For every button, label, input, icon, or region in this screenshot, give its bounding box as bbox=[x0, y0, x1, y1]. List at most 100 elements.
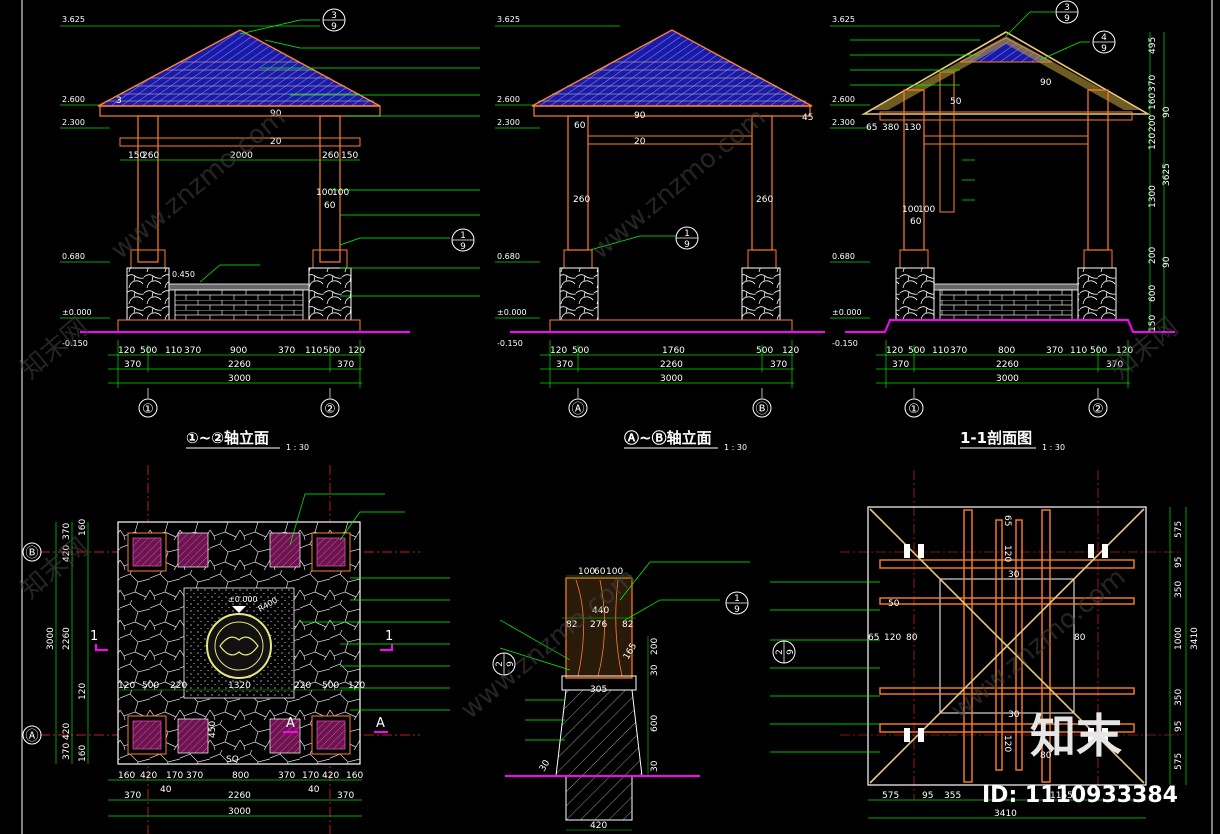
leaders bbox=[770, 581, 880, 753]
plinth bbox=[549, 319, 793, 333]
dim: 110 bbox=[932, 346, 949, 356]
axis-lines: ① ② bbox=[138, 388, 340, 418]
dim: 800 bbox=[232, 771, 249, 781]
level-eave: 2.600 bbox=[497, 95, 520, 104]
dims-bottom: 160 420 170 370 800 370 170 420 160 370 … bbox=[108, 771, 363, 817]
dim: 370 bbox=[337, 791, 354, 801]
dim: 3000 bbox=[46, 627, 56, 650]
dim: 100 bbox=[332, 188, 349, 198]
dim: 110 bbox=[165, 346, 182, 356]
bench-plan bbox=[177, 532, 301, 754]
dim: 90 bbox=[1162, 256, 1172, 268]
corner-columns bbox=[127, 532, 351, 755]
dims-bottom: 120 500 110 370 800 370 110 500 120 370 … bbox=[876, 340, 1133, 388]
dim: 450 bbox=[208, 721, 218, 738]
watermark-brand: 知末网 bbox=[15, 312, 94, 385]
axis-lines: Ⓐ Ⓑ bbox=[568, 388, 772, 418]
column-left bbox=[137, 115, 159, 263]
dim: 2260 bbox=[996, 360, 1019, 370]
bench-base bbox=[174, 289, 304, 321]
dim: 80 bbox=[906, 633, 918, 643]
dim: 60 bbox=[324, 201, 336, 211]
axis-label-1: ① bbox=[908, 402, 920, 417]
dim: 370 bbox=[556, 360, 573, 370]
level-markers: 3.625 2.600 2.300 0.680 ±0.000 -0.150 bbox=[60, 15, 320, 348]
dim: 3410 bbox=[1190, 627, 1200, 650]
dim: 500 bbox=[908, 346, 925, 356]
footing bbox=[565, 775, 633, 821]
axis-lines: ① ② bbox=[904, 388, 1108, 418]
column-base-detail: 1 9 2 9 100 60 100 440 82 276 82 200 30 … bbox=[492, 561, 750, 831]
roof-tiles bbox=[538, 61, 806, 102]
level-seat: 0.680 bbox=[497, 252, 520, 261]
leaders bbox=[589, 235, 676, 251]
dim: 120 bbox=[886, 346, 903, 356]
dim: 30 bbox=[538, 758, 553, 773]
dim: 260 bbox=[142, 151, 159, 161]
callout-den: 9 bbox=[1101, 44, 1107, 54]
dim: 170 bbox=[302, 771, 319, 781]
callout-3-9-elev1: 3 9 bbox=[322, 8, 346, 32]
dim: 95 bbox=[1174, 721, 1184, 732]
callout-1-9-detail: 1 9 bbox=[725, 591, 749, 615]
dim: 90 bbox=[634, 111, 646, 121]
dim: 1300 bbox=[1148, 185, 1158, 208]
elevation-1-2: 3.625 2.600 2.300 0.680 ±0.000 -0.150 bbox=[60, 8, 480, 452]
dim: 30 bbox=[1008, 710, 1020, 720]
medallion-ring bbox=[214, 621, 264, 671]
dim: 1760 bbox=[662, 346, 685, 356]
view-scale-3: 1 : 30 bbox=[1042, 443, 1065, 452]
dim: 500 bbox=[1090, 346, 1107, 356]
dim: 20 bbox=[270, 137, 282, 147]
callout-2-9-detail: 2 9 bbox=[492, 652, 516, 676]
callout-num: 4 bbox=[1101, 33, 1107, 43]
callout-3-9-sec: 3 9 bbox=[1055, 0, 1079, 24]
plan-level-center: ±0.000 bbox=[228, 595, 258, 604]
level-ground: ±0.000 bbox=[497, 308, 527, 317]
dim: 65 bbox=[1002, 515, 1012, 526]
dim: 150 bbox=[128, 151, 145, 161]
callout-num: 1 bbox=[734, 594, 740, 604]
dim: 90 bbox=[1162, 106, 1172, 118]
level-top: 3.625 bbox=[497, 15, 520, 24]
dim: 2000 bbox=[230, 151, 253, 161]
dim: 100 bbox=[606, 567, 623, 577]
dim: 40 bbox=[308, 785, 320, 795]
dim: 95 bbox=[1174, 557, 1184, 568]
dim: 355 bbox=[944, 791, 961, 801]
dim: 1320 bbox=[228, 681, 251, 691]
leaders bbox=[289, 493, 450, 711]
dim: 370 bbox=[184, 346, 201, 356]
watermark-brand: 知末网 bbox=[15, 532, 94, 605]
dim: 200 bbox=[1148, 115, 1158, 132]
eave-fascia bbox=[533, 105, 811, 117]
dim: 95 bbox=[922, 791, 933, 801]
dim: 2260 bbox=[660, 360, 683, 370]
roof-framing-plan: 2 9 65 120 80 30 65 120 80 30 120 50 80 … bbox=[770, 470, 1200, 819]
dim: 120 bbox=[118, 681, 135, 691]
callout-num: 3 bbox=[1064, 3, 1070, 13]
north-arrow-marker bbox=[232, 606, 246, 613]
stone-pier-left bbox=[895, 267, 935, 321]
dim: 160 bbox=[1148, 93, 1158, 110]
dim: 370 bbox=[62, 523, 72, 540]
callout-den: 9 bbox=[1064, 14, 1070, 24]
dims-top: 150 260 2000 260 150 90 20 100 100 60 3 bbox=[116, 96, 360, 211]
section-label: A bbox=[376, 716, 385, 731]
dim: 130 bbox=[904, 123, 921, 133]
dim: 370 bbox=[1106, 360, 1123, 370]
column-base-left bbox=[563, 249, 593, 269]
dim: 370 bbox=[62, 743, 72, 760]
dims-bottom: 120 500 110 370 900 370 110 500 120 370 … bbox=[108, 340, 365, 388]
column-marks bbox=[904, 544, 1108, 742]
callout-den: 9 bbox=[331, 22, 337, 32]
dim: 370 bbox=[1046, 346, 1063, 356]
dim: 276 bbox=[590, 620, 607, 630]
view-title-3: 1-1剖面图 bbox=[960, 429, 1032, 447]
timber-post bbox=[565, 577, 633, 679]
dim: 380 bbox=[882, 123, 899, 133]
column-right bbox=[319, 115, 341, 263]
dim: 3000 bbox=[228, 807, 251, 817]
axis-label-1: ① bbox=[142, 402, 154, 417]
